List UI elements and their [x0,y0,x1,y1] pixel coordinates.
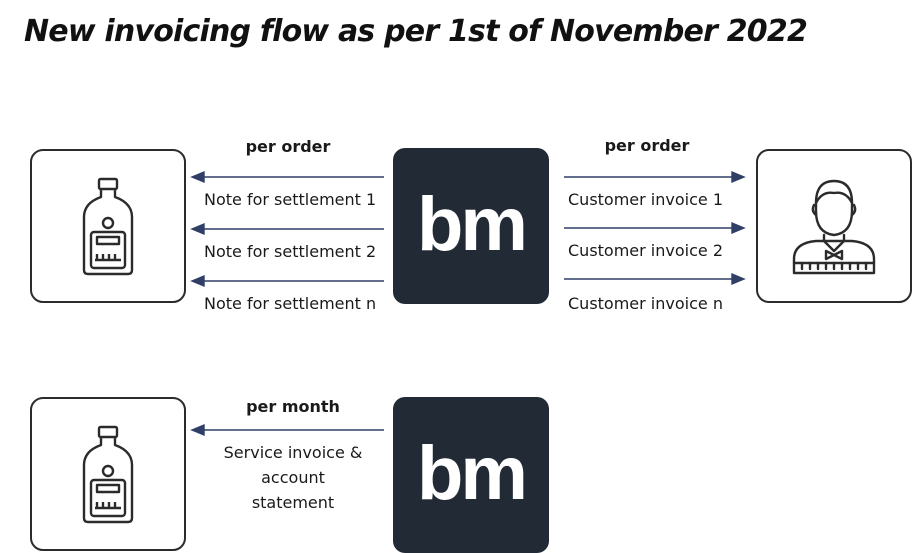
page-title: New invoicing flow as per 1st of Novembe… [24,14,808,49]
supplier-box [30,397,186,551]
top-left-heading: per order [245,137,331,156]
service-invoice-line: statement [251,493,335,512]
bm-logo-text: bm [417,431,528,516]
customer-box [756,149,912,303]
bottom-left-arrow [190,423,384,437]
top-right-arrows [564,170,746,286]
waiter-icon [792,179,876,275]
supplier-box [30,149,186,303]
settlement-note-label: Note for settlement n [204,294,377,313]
service-invoice-label: Service invoice & account statement [193,440,393,515]
top-left-arrows [190,170,384,288]
service-invoice-line: Service invoice & [223,443,363,462]
bm-logo: bm [393,397,549,553]
top-right-heading: per order [604,136,690,155]
bm-logo: bm [393,148,549,304]
bottle-icon [82,177,134,276]
service-invoice-line: account [261,468,325,487]
customer-invoice-label: Customer invoice n [568,294,723,313]
settlement-note-label: Note for settlement 1 [204,190,377,209]
settlement-note-label: Note for settlement 2 [204,242,377,261]
bottle-icon [82,425,134,524]
customer-invoice-label: Customer invoice 1 [568,190,723,209]
customer-invoice-label: Customer invoice 2 [568,241,723,260]
bm-logo-text: bm [417,182,528,267]
bottom-heading: per month [246,397,340,416]
